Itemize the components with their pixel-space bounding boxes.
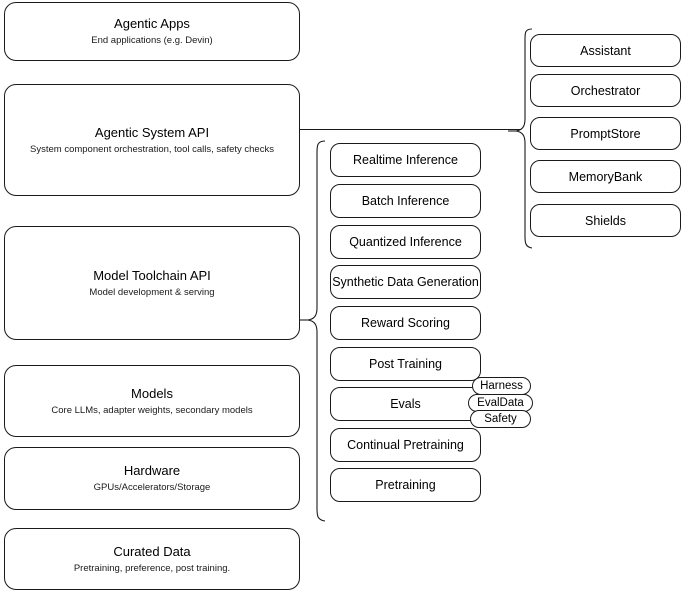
toolchain-label: Pretraining [375, 478, 436, 492]
system-label: Assistant [580, 43, 631, 58]
layer-subtitle: End applications (e.g. Devin) [91, 35, 213, 46]
toolchain-label: Evals [390, 397, 421, 411]
layer-title: Model Toolchain API [93, 267, 211, 283]
evals-badge-safety[interactable]: Safety [470, 410, 531, 428]
layer-title: Agentic Apps [114, 16, 190, 31]
layer-title: Agentic System API [94, 124, 210, 140]
system-box-shields[interactable]: Shields [530, 204, 681, 237]
system-label: Shields [585, 213, 626, 228]
toolchain-label: Synthetic Data Generation [332, 275, 479, 289]
layer-subtitle: System component orchestration, tool cal… [30, 143, 274, 155]
layer-subtitle: GPUs/Accelerators/Storage [93, 482, 211, 493]
layer-box-agentic-apps[interactable]: Agentic Apps End applications (e.g. Devi… [4, 2, 300, 61]
toolchain-box-continual-pretraining[interactable]: Continual Pretraining [330, 428, 481, 462]
layer-box-agentic-system-api[interactable]: Agentic System API System component orch… [4, 84, 300, 196]
toolchain-box-realtime-inference[interactable]: Realtime Inference [330, 143, 481, 177]
toolchain-label: Realtime Inference [353, 153, 458, 167]
layer-box-hardware[interactable]: Hardware GPUs/Accelerators/Storage [4, 447, 300, 510]
toolchain-box-post-training[interactable]: Post Training [330, 347, 481, 381]
layer-title: Models [131, 385, 173, 401]
layer-box-curated-data[interactable]: Curated Data Pretraining, preference, po… [4, 528, 300, 590]
system-label: Orchestrator [570, 83, 641, 98]
system-label: PromptStore [570, 126, 641, 141]
system-label: MemoryBank [568, 169, 643, 184]
toolchain-box-reward-scoring[interactable]: Reward Scoring [330, 306, 481, 340]
toolchain-label: Post Training [369, 357, 442, 371]
evals-badge-label: EvalData [477, 396, 524, 409]
system-components-brace [508, 28, 533, 249]
evals-badge-label: Harness [480, 379, 523, 392]
system-box-memorybank[interactable]: MemoryBank [530, 160, 681, 193]
toolchain-label: Batch Inference [361, 194, 450, 208]
layer-title: Hardware [123, 463, 181, 478]
toolchain-box-quantized-inference[interactable]: Quantized Inference [330, 225, 481, 259]
toolchain-brace [300, 140, 326, 522]
evals-badge-harness[interactable]: Harness [472, 377, 531, 395]
toolchain-box-synthetic-data-generation[interactable]: Synthetic Data Generation [330, 265, 481, 299]
layer-title: Curated Data [113, 543, 191, 559]
layer-box-models[interactable]: Models Core LLMs, adapter weights, secon… [4, 365, 300, 437]
system-box-orchestrator[interactable]: Orchestrator [530, 74, 681, 107]
evals-badge-label: Safety [484, 412, 517, 425]
system-box-assistant[interactable]: Assistant [530, 34, 681, 67]
layer-subtitle: Pretraining, preference, post training. [73, 562, 231, 574]
layer-subtitle: Model development & serving [89, 286, 215, 298]
toolchain-box-pretraining[interactable]: Pretraining [330, 468, 481, 502]
system-box-promptstore[interactable]: PromptStore [530, 117, 681, 150]
layer-subtitle: Core LLMs, adapter weights, secondary mo… [51, 404, 253, 416]
layer-box-model-toolchain-api[interactable]: Model Toolchain API Model development & … [4, 226, 300, 340]
evals-badge-evaldata[interactable]: EvalData [468, 394, 533, 412]
system-api-connector-line [300, 129, 521, 130]
toolchain-label: Reward Scoring [361, 316, 450, 330]
toolchain-label: Quantized Inference [349, 235, 462, 249]
toolchain-label: Continual Pretraining [347, 438, 464, 452]
toolchain-box-batch-inference[interactable]: Batch Inference [330, 184, 481, 218]
toolchain-box-evals[interactable]: Evals [330, 387, 481, 421]
